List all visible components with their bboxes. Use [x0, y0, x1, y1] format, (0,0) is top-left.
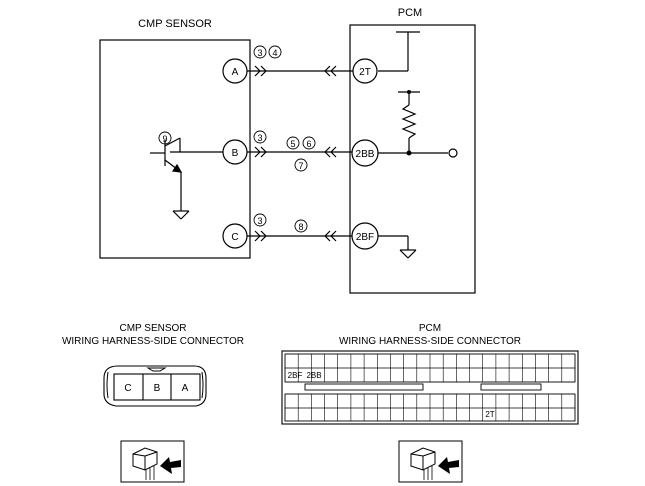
- svg-text:3: 3: [257, 133, 262, 143]
- connector-view-icon-right: [398, 440, 463, 483]
- cmp-connector-title-1: CMP SENSOR: [119, 323, 186, 334]
- svg-text:4: 4: [272, 48, 277, 58]
- pcm-terminal-2bf-label: 2BF: [356, 232, 374, 243]
- pcm-terminal-2t: 2T: [352, 58, 378, 84]
- pcm-ground-circuit: [378, 235, 417, 259]
- cmp-terminal-a: A: [222, 58, 248, 84]
- pcm-connector-face: 2BF 2BB 2T: [281, 350, 579, 425]
- pcm-terminal-2bb: 2BB: [351, 139, 379, 167]
- cmp-terminal-a-label: A: [232, 67, 239, 78]
- callout-b-3: 3: [253, 130, 267, 144]
- callout-b-7: 7: [294, 158, 308, 172]
- pcm-connector-title-1: PCM: [419, 323, 441, 334]
- cmp-terminal-b: B: [222, 139, 248, 165]
- transistor-symbol: [150, 137, 223, 220]
- pcm-terminal-2t-label: 2T: [359, 67, 371, 78]
- pcm-title: PCM: [398, 7, 422, 19]
- svg-text:5: 5: [290, 139, 295, 149]
- connector-view-icon-left: [120, 440, 185, 483]
- cmp-terminal-c-label: C: [231, 232, 238, 243]
- cmp-sensor-box: [99, 39, 251, 259]
- cmp-pin-b: B: [154, 383, 161, 394]
- svg-text:8: 8: [298, 222, 303, 232]
- pcm-box: [349, 24, 476, 294]
- callout-a-3: 3: [253, 45, 267, 59]
- pcm-power-dot: [407, 90, 411, 94]
- pcm-terminal-2bb-label: 2BB: [356, 149, 375, 160]
- pcm-connector-title-2: WIRING HARNESS-SIDE CONNECTOR: [339, 336, 521, 347]
- cmp-pin-a: A: [182, 383, 189, 394]
- cmp-connector-face: C B A: [103, 365, 207, 407]
- cmp-connector-title-2: WIRING HARNESS-SIDE CONNECTOR: [62, 336, 244, 347]
- svg-text:7: 7: [298, 161, 303, 171]
- cmp-pin-c: C: [124, 383, 131, 394]
- wire-a: [247, 65, 353, 77]
- cmp-terminal-c: C: [222, 223, 248, 249]
- pcm-pullup-resistor: [378, 91, 458, 158]
- svg-text:3: 3: [257, 48, 262, 58]
- pcm-terminal-2bf: 2BF: [351, 222, 379, 250]
- pcm-pin-2bf: 2BF: [288, 371, 303, 380]
- callout-b-6: 6: [302, 136, 316, 150]
- callout-a-4: 4: [268, 45, 282, 59]
- cmp-terminal-b-label: B: [232, 148, 239, 159]
- svg-text:3: 3: [257, 216, 262, 226]
- pcm-junction-dot: [406, 150, 412, 156]
- callout-c-8: 8: [294, 219, 308, 233]
- pcm-pin-2t: 2T: [485, 410, 494, 419]
- wire-c: [247, 230, 352, 242]
- wire-b: [247, 146, 352, 158]
- callout-c-3: 3: [253, 213, 267, 227]
- cmp-sensor-title: CMP SENSOR: [138, 18, 212, 30]
- callout-transistor-9: 9: [158, 131, 172, 145]
- pcm-2t-power-circuit: [378, 31, 420, 72]
- svg-text:9: 9: [162, 134, 167, 144]
- svg-text:6: 6: [306, 139, 311, 149]
- callout-b-5: 5: [286, 136, 300, 150]
- pcm-pin-2bb: 2BB: [306, 371, 321, 380]
